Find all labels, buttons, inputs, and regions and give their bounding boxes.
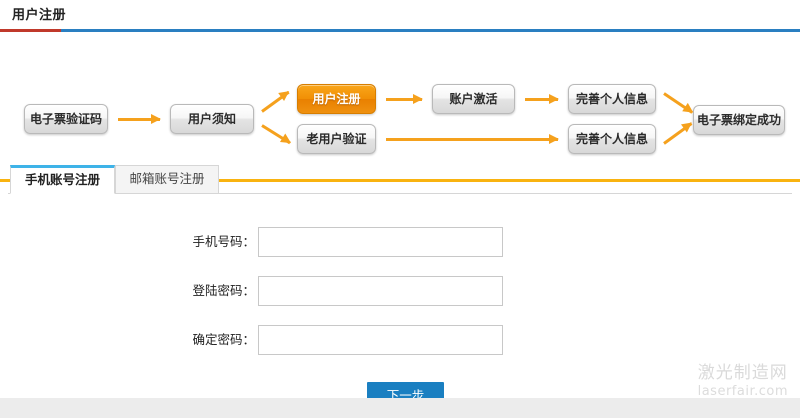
flow-node-label: 用户须知 <box>187 112 236 126</box>
flow-node-user-notice: 用户须知 <box>170 104 254 134</box>
flow-arrow-notice-to-olduser <box>261 124 291 145</box>
registration-form: 手机号码： 登陆密码： 确定密码： <box>0 194 800 399</box>
confirm-password-input[interactable] <box>258 325 503 355</box>
flow-node-user-register: 用户注册 <box>297 84 376 114</box>
tab-label: 邮箱账号注册 <box>129 171 205 186</box>
flow-arrow-profiletop-to-success <box>663 92 694 114</box>
password-label: 登陆密码： <box>192 283 255 298</box>
header-divider-accent <box>0 29 61 32</box>
flow-node-label: 电子票验证码 <box>29 112 102 126</box>
flow-node-label: 电子票绑定成功 <box>696 113 781 127</box>
tab-label: 手机账号注册 <box>24 172 100 187</box>
registration-flow-diagram: 电子票验证码 用户须知 用户注册 老用户验证 账户激活 完善个人信息 完善个人信… <box>0 30 800 182</box>
phone-input[interactable] <box>258 227 503 257</box>
flow-node-account-activate: 账户激活 <box>432 84 515 114</box>
register-type-tabs: 手机账号注册 邮箱账号注册 <box>0 165 800 194</box>
tab-phone-register[interactable]: 手机账号注册 <box>10 165 115 194</box>
flow-arrow-activate-to-profile <box>525 94 559 104</box>
flow-arrow-verifycode-to-notice <box>118 114 161 124</box>
flow-arrow-register-to-activate <box>386 94 423 104</box>
footer-strip <box>0 398 800 418</box>
tab-email-register[interactable]: 邮箱账号注册 <box>115 165 219 194</box>
page-title: 用户注册 <box>12 8 67 23</box>
flow-node-label: 老用户验证 <box>306 132 367 146</box>
flow-node-verify-code: 电子票验证码 <box>24 104 108 134</box>
header-divider <box>0 29 800 32</box>
flow-node-old-user-verify: 老用户验证 <box>297 124 376 154</box>
field-row-phone: 手机号码： <box>0 227 520 257</box>
flow-arrow-olduser-to-profile <box>386 134 559 144</box>
field-row-password: 登陆密码： <box>0 276 520 306</box>
phone-label: 手机号码： <box>192 234 255 249</box>
flow-node-label: 用户注册 <box>312 92 361 106</box>
flow-node-label: 账户激活 <box>449 92 498 106</box>
field-row-confirm-password: 确定密码： <box>0 325 520 355</box>
password-input[interactable] <box>258 276 503 306</box>
flow-arrow-profilebottom-to-success <box>663 122 693 145</box>
flow-node-profile-bottom: 完善个人信息 <box>568 124 656 154</box>
tabs-baseline <box>8 193 792 194</box>
page-header: 用户注册 <box>0 0 800 32</box>
flow-node-label: 完善个人信息 <box>575 92 648 106</box>
confirm-password-label: 确定密码： <box>192 332 255 347</box>
flow-arrow-notice-to-register <box>261 90 290 113</box>
flow-section-divider <box>0 179 800 182</box>
flow-node-bind-success: 电子票绑定成功 <box>693 105 785 135</box>
flow-node-profile-top: 完善个人信息 <box>568 84 656 114</box>
flow-node-label: 完善个人信息 <box>575 132 648 146</box>
